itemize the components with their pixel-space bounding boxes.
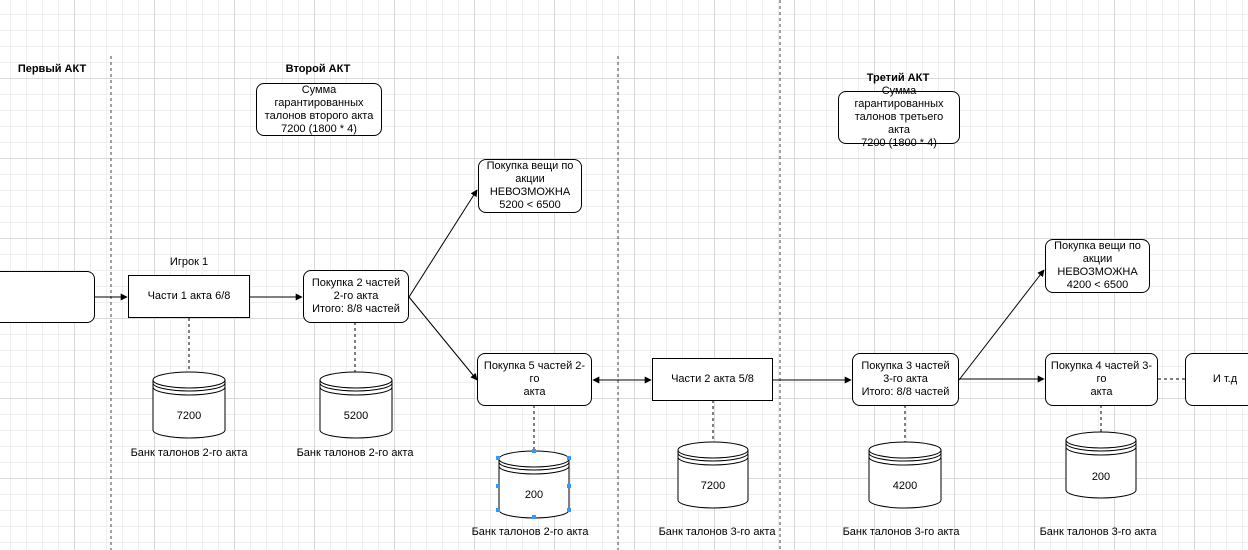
parts-act2-node[interactable]: Части 2 акта 5/8 (652, 358, 773, 401)
sum-third-line-4: 7200 (1800 * 4) (861, 137, 937, 149)
sum-second-line-4: 7200 (1800 * 4) (281, 122, 357, 135)
bank-5-value: 4200 (892, 480, 918, 492)
bank-3-caption: Банк талонов 2-го акта (471, 526, 589, 538)
buy4-line-2: акта (1090, 386, 1113, 398)
sum-third-line-1: Сумма (881, 85, 917, 97)
sum-second-line-3: талонов второго акта (264, 109, 374, 122)
buy5-line-2: акта (523, 386, 546, 398)
parts-act1-node[interactable]: Части 1 акта 6/8 (128, 275, 250, 318)
arrow-buy3-to-promo (958, 269, 1045, 381)
buy2-line-1: Покупка 2 частей (311, 277, 401, 289)
buy4-line-1: Покупка 4 частей 3-го (1050, 360, 1153, 385)
buy5-line-1: Покупка 5 частей 2-го (483, 360, 586, 385)
act-title-third: Третий АКТ (866, 72, 930, 84)
buy5-act2-node[interactable]: Покупка 5 частей 2-го акта (477, 353, 592, 406)
arrow-buy2-to-buy5 (408, 296, 478, 381)
promo-impossible-2-node[interactable]: Покупка вещи по акции НЕВОЗМОЖНА 4200 < … (1045, 239, 1150, 293)
promo2-line-1: Покупка вещи по (1054, 240, 1141, 252)
promo2-line-4: 4200 < 6500 (1066, 279, 1129, 291)
buy4-act3-node[interactable]: Покупка 4 частей 3-го акта (1045, 353, 1158, 406)
act-title-first: Первый АКТ (17, 63, 87, 75)
arrow-buy2-to-promo (408, 189, 478, 298)
buy2-line-2: 2-го акта (333, 290, 379, 302)
bank-6-value: 200 (1091, 471, 1111, 483)
promo1-line-2: акции (515, 173, 545, 185)
bank-1-value: 7200 (176, 410, 202, 422)
bank-4-caption: Банк талонов 3-го акта (658, 526, 776, 538)
bank-3-value: 200 (524, 489, 544, 501)
bank-2-caption: Банк талонов 2-го акта (296, 447, 414, 459)
sum-third-line-3: талонов третьего акта (854, 111, 944, 136)
promo1-line-1: Покупка вещи по (486, 160, 574, 172)
start-node[interactable] (0, 271, 95, 323)
bank-cylinder-5[interactable] (868, 441, 942, 509)
sum-third-act-box[interactable]: Сумма гарантированных талонов третьего а… (838, 85, 960, 149)
bank-cylinder-6[interactable] (1065, 431, 1137, 499)
etc-text: И т.д (1212, 373, 1238, 385)
promo1-line-4: 5200 < 6500 (499, 199, 561, 211)
bank-6-caption: Банк талонов 3-го акта (1039, 526, 1157, 538)
buy3-line-3: Итого: 8/8 частей (861, 386, 950, 398)
sum-second-act-box[interactable]: Сумма гарантированных талонов второго ак… (256, 83, 382, 136)
buy3-line-1: Покупка 3 частей (861, 360, 950, 372)
buy2-act2-node[interactable]: Покупка 2 частей 2-го акта Итого: 8/8 ча… (303, 270, 409, 323)
bank-4-value: 7200 (700, 480, 726, 492)
selection-handles[interactable] (496, 449, 571, 519)
buy3-line-2: 3-го акта (883, 373, 928, 385)
sum-second-line-2: гарантированных (274, 96, 364, 109)
promo2-line-3: НЕВОЗМОЖНА (1057, 266, 1138, 278)
buy2-line-3: Итого: 8/8 частей (312, 303, 400, 315)
bank-1-caption: Банк талонов 2-го акта (130, 447, 248, 459)
etc-node[interactable]: И т.д (1185, 353, 1248, 406)
promo-impossible-1-node[interactable]: Покупка вещи по акции НЕВОЗМОЖНА 5200 < … (478, 159, 582, 213)
sum-third-line-2: гарантированных (854, 98, 944, 110)
parts-act1-text: Части 1 акта 6/8 (147, 290, 231, 302)
bank-cylinder-2[interactable] (319, 371, 393, 439)
bank-5-caption: Банк талонов 3-го акта (842, 526, 960, 538)
bank-cylinder-3[interactable] (496, 449, 571, 519)
player-label: Игрок 1 (169, 256, 209, 268)
parts-act2-text: Части 2 акта 5/8 (671, 373, 754, 385)
buy3-act3-node[interactable]: Покупка 3 частей 3-го акта Итого: 8/8 ча… (852, 353, 959, 406)
act-title-second: Второй АКТ (285, 63, 351, 75)
bank-cylinder-4[interactable] (677, 441, 749, 509)
promo2-line-2: акции (1082, 253, 1113, 265)
bank-cylinder-1[interactable] (152, 371, 226, 439)
sum-second-line-1: Сумма (301, 83, 337, 96)
bank-2-value: 5200 (343, 410, 369, 422)
promo1-line-3: НЕВОЗМОЖНА (489, 186, 571, 198)
